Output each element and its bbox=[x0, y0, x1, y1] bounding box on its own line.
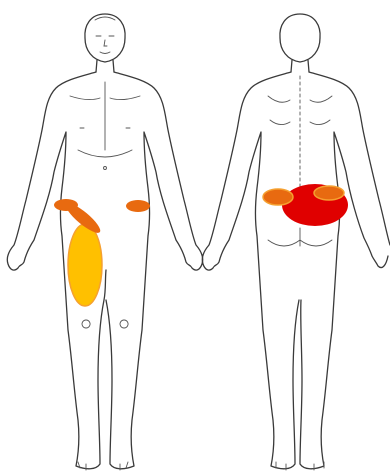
pain-area-right-thigh bbox=[68, 224, 102, 306]
front-pain-areas bbox=[54, 199, 150, 306]
pain-area-left-lower-back bbox=[263, 189, 293, 205]
pain-area-right-hip-groin bbox=[54, 199, 78, 211]
front-body-figure bbox=[7, 14, 203, 470]
pain-area-left-hip bbox=[126, 200, 150, 212]
back-body-figure bbox=[202, 14, 390, 470]
pain-area-right-lower-back bbox=[314, 186, 344, 200]
back-pain-areas bbox=[263, 184, 348, 226]
